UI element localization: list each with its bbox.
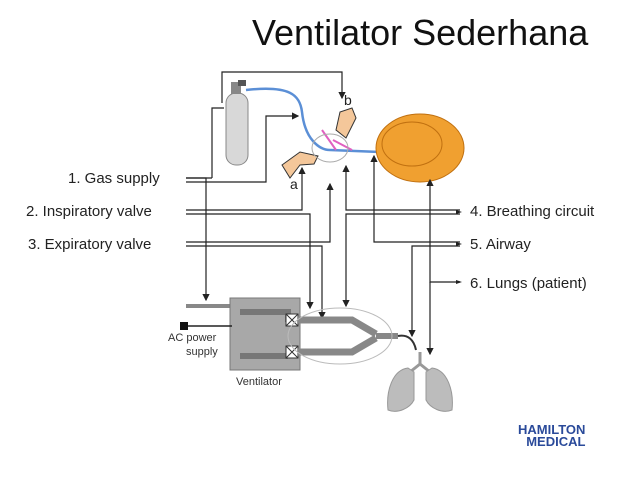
label-expiratory-valve: 3. Expiratory valve — [28, 236, 152, 253]
hand-label-a: a — [290, 176, 298, 192]
brand-line-2: MEDICAL — [526, 434, 586, 449]
label-airway: 5. Airway — [470, 236, 531, 253]
gas-cylinder-icon — [225, 80, 249, 166]
breathing-circuit-icon — [287, 307, 417, 365]
ac-power-label-2: supply — [186, 346, 218, 358]
ac-power-label-1: AC power — [168, 332, 217, 344]
hand-b-icon — [335, 107, 357, 139]
diagram-panel — [12, 60, 626, 454]
lungs-icon — [387, 352, 453, 412]
valve-ring — [311, 133, 349, 163]
breathing-bag-icon — [375, 113, 465, 183]
hamilton-medical-logo: HAMILTON MEDICAL — [518, 422, 586, 449]
hand-label-b: b — [344, 92, 352, 108]
ventilator-label: Ventilator — [236, 376, 282, 388]
hand-a-icon — [281, 151, 319, 179]
label-gas-supply: 1. Gas supply — [68, 170, 160, 187]
gas-tube — [245, 87, 331, 152]
bag-tube — [329, 148, 381, 154]
label-lungs: 6. Lungs (patient) — [470, 275, 587, 292]
slide-title: Ventilator Sederhana — [252, 12, 589, 53]
label-breathing-circuit: 4. Breathing circuit — [470, 203, 595, 220]
label-inspiratory-valve: 2. Inspiratory valve — [26, 203, 152, 220]
brand-line-1: HAMILTON — [518, 422, 586, 437]
